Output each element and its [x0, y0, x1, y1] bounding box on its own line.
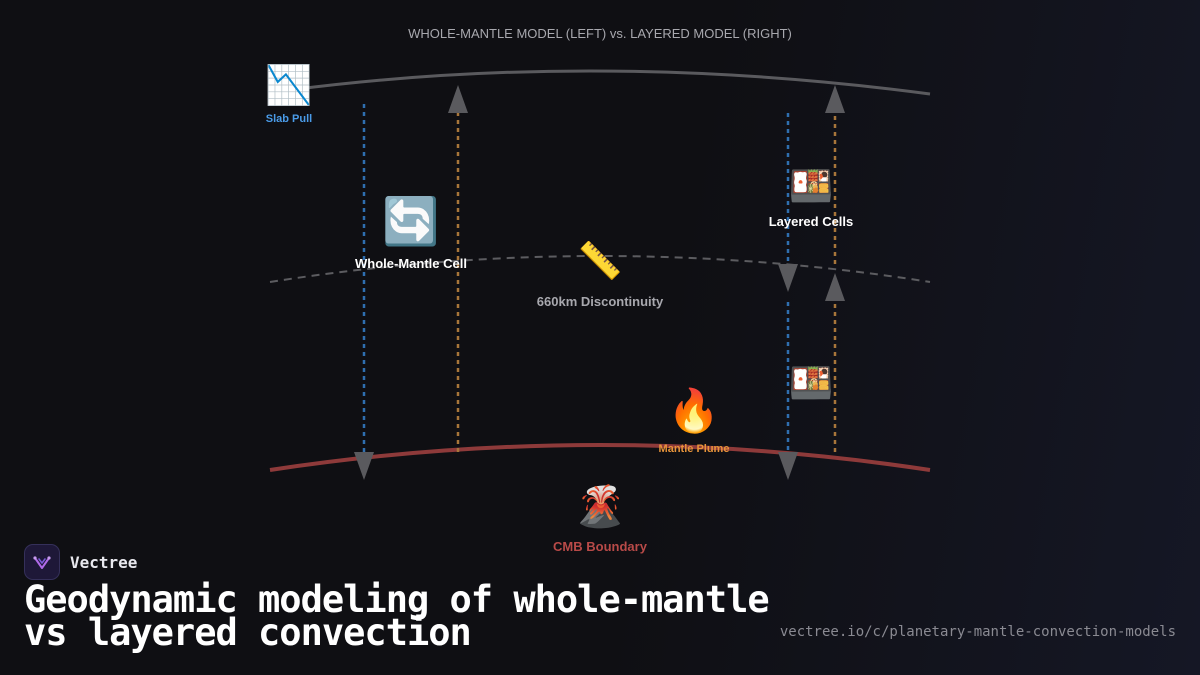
- diagram-title: WHOLE-MANTLE MODEL (LEFT) vs. LAYERED MO…: [408, 26, 792, 41]
- page-title: Geodynamic modeling of whole-mantle vs l…: [24, 578, 770, 654]
- source-url: vectree.io/c/planetary-mantle-convection…: [779, 624, 1176, 640]
- title-line-1: Geodynamic modeling of whole-mantle: [24, 578, 770, 621]
- fire-icon: 🔥: [668, 386, 720, 435]
- mantle-plume-label: Mantle Plume: [659, 443, 730, 455]
- whole-mantle-cell-label: Whole-Mantle Cell: [355, 256, 467, 271]
- layered-cells-label: Layered Cells: [769, 214, 854, 229]
- slab-pull-icon: 📉: [265, 63, 312, 107]
- layered-upper-down-arrow: [778, 264, 798, 292]
- rotation-cycle-icon: 🔄: [382, 194, 439, 248]
- bento-box-icon: 🍱: [789, 363, 834, 404]
- slab-pull-label: Slab Pull: [266, 113, 312, 125]
- whole-mantle-down-arrow: [354, 452, 374, 480]
- layered-upper-up-arrow: [825, 85, 845, 113]
- vectree-logo-icon: [24, 544, 60, 580]
- discontinuity-label: 660km Discontinuity: [537, 294, 664, 309]
- volcano-icon: 🌋: [575, 483, 625, 530]
- title-line-2: vs layered convection: [24, 611, 472, 654]
- layered-lower-up-arrow: [825, 273, 845, 301]
- surface-boundary: [289, 69, 931, 96]
- brand-name: Vectree: [70, 552, 138, 572]
- bento-box-icon: 🍱: [789, 166, 834, 207]
- whole-mantle-up-arrow: [448, 85, 468, 113]
- cmb-boundary-label: CMB Boundary: [553, 539, 648, 554]
- layered-lower-down-arrow: [778, 452, 798, 480]
- brand: Vectree: [24, 544, 137, 580]
- ruler-icon: 📏: [578, 240, 623, 282]
